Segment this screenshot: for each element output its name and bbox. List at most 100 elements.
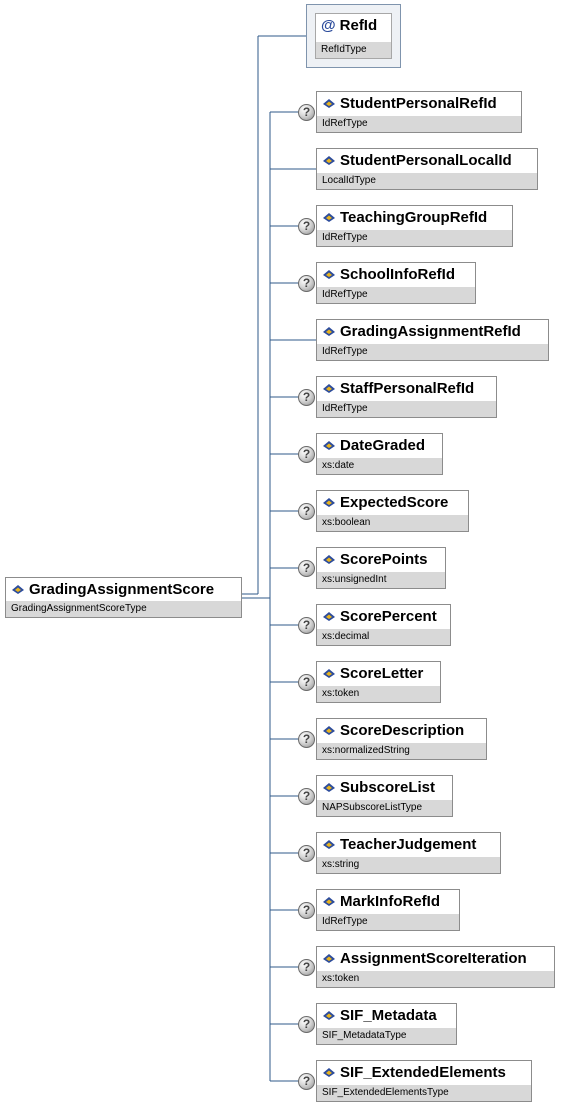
- element-type: xs:unsignedInt: [317, 572, 445, 588]
- element-header: StaffPersonalRefId: [317, 377, 496, 399]
- element-box-9[interactable]: ScorePercent xs:decimal: [316, 604, 451, 646]
- element-box-15[interactable]: AssignmentScoreIteration xs:token: [316, 946, 555, 988]
- element-name: SIF_Metadata: [340, 1006, 437, 1024]
- element-name: AssignmentScoreIteration: [340, 949, 527, 967]
- element-header: ScorePercent: [317, 605, 450, 627]
- element-icon: [323, 441, 335, 450]
- optional-help-icon[interactable]: ?: [298, 674, 315, 691]
- element-header: TeachingGroupRefId: [317, 206, 512, 228]
- element-name: MarkInfoRefId: [340, 892, 441, 910]
- element-icon: [323, 213, 335, 222]
- element-type: IdRefType: [317, 230, 512, 246]
- element-name: SIF_ExtendedElements: [340, 1063, 506, 1081]
- attribute-inner-box: @ RefId RefIdType: [315, 13, 392, 59]
- optional-help-icon[interactable]: ?: [298, 1073, 315, 1090]
- element-name: ScorePercent: [340, 607, 437, 625]
- element-type: xs:boolean: [317, 515, 468, 531]
- element-icon: [323, 156, 335, 165]
- element-name: GradingAssignmentRefId: [340, 322, 521, 340]
- element-header: TeacherJudgement: [317, 833, 500, 855]
- element-box-11[interactable]: ScoreDescription xs:normalizedString: [316, 718, 487, 760]
- element-name: TeacherJudgement: [340, 835, 477, 853]
- optional-help-icon[interactable]: ?: [298, 902, 315, 919]
- root-element-box[interactable]: GradingAssignmentScore GradingAssignment…: [5, 577, 242, 618]
- element-type: IdRefType: [317, 116, 521, 132]
- element-icon: [323, 555, 335, 564]
- optional-help-icon[interactable]: ?: [298, 845, 315, 862]
- element-type: xs:decimal: [317, 629, 450, 645]
- element-name: TeachingGroupRefId: [340, 208, 488, 226]
- element-box-13[interactable]: TeacherJudgement xs:string: [316, 832, 501, 874]
- attribute-header: @ RefId: [316, 14, 391, 36]
- element-icon: [323, 897, 335, 906]
- root-element-header: GradingAssignmentScore: [6, 578, 241, 600]
- optional-help-icon[interactable]: ?: [298, 1016, 315, 1033]
- element-name: ScorePoints: [340, 550, 428, 568]
- element-type: xs:string: [317, 857, 500, 873]
- element-icon: [323, 1068, 335, 1077]
- root-element-type: GradingAssignmentScoreType: [6, 601, 241, 617]
- optional-help-icon[interactable]: ?: [298, 788, 315, 805]
- element-icon: [323, 1011, 335, 1020]
- element-header: SIF_Metadata: [317, 1004, 456, 1026]
- element-icon: [323, 99, 335, 108]
- element-name: ExpectedScore: [340, 493, 449, 511]
- element-icon: [323, 726, 335, 735]
- element-header: ScoreDescription: [317, 719, 486, 741]
- element-type: IdRefType: [317, 344, 548, 360]
- element-name: StudentPersonalRefId: [340, 94, 497, 112]
- element-name: SubscoreList: [340, 778, 436, 796]
- optional-help-icon[interactable]: ?: [298, 389, 315, 406]
- optional-help-icon[interactable]: ?: [298, 560, 315, 577]
- element-box-8[interactable]: ScorePoints xs:unsignedInt: [316, 547, 446, 589]
- root-element-name: GradingAssignmentScore: [29, 580, 215, 598]
- element-type: SIF_ExtendedElementsType: [317, 1085, 531, 1101]
- element-icon: [323, 498, 335, 507]
- optional-help-icon[interactable]: ?: [298, 731, 315, 748]
- optional-help-icon[interactable]: ?: [298, 503, 315, 520]
- element-icon: [323, 270, 335, 279]
- element-box-7[interactable]: ExpectedScore xs:boolean: [316, 490, 469, 532]
- element-type: NAPSubscoreListType: [317, 800, 452, 816]
- element-type: SIF_MetadataType: [317, 1028, 456, 1044]
- element-type: xs:token: [317, 971, 554, 987]
- element-icon: [323, 669, 335, 678]
- element-type: LocalIdType: [317, 173, 537, 189]
- attribute-name: RefId: [339, 16, 378, 34]
- element-header: DateGraded: [317, 434, 442, 456]
- element-header: StudentPersonalLocalId: [317, 149, 537, 171]
- element-name: StaffPersonalRefId: [340, 379, 475, 397]
- optional-help-icon[interactable]: ?: [298, 446, 315, 463]
- element-icon: [323, 327, 335, 336]
- element-name: DateGraded: [340, 436, 426, 454]
- attribute-box-refid[interactable]: @ RefId RefIdType: [306, 4, 401, 68]
- element-header: SchoolInfoRefId: [317, 263, 475, 285]
- optional-help-icon[interactable]: ?: [298, 959, 315, 976]
- element-header: GradingAssignmentRefId: [317, 320, 548, 342]
- optional-help-icon[interactable]: ?: [298, 275, 315, 292]
- optional-help-icon[interactable]: ?: [298, 104, 315, 121]
- optional-help-icon[interactable]: ?: [298, 617, 315, 634]
- element-header: ExpectedScore: [317, 491, 468, 513]
- element-name: ScoreDescription: [340, 721, 465, 739]
- attribute-type: RefIdType: [316, 42, 391, 58]
- element-icon: [323, 954, 335, 963]
- element-header: ScorePoints: [317, 548, 445, 570]
- element-header: StudentPersonalRefId: [317, 92, 521, 114]
- element-icon: [323, 783, 335, 792]
- optional-help-icon[interactable]: ?: [298, 218, 315, 235]
- element-type: xs:normalizedString: [317, 743, 486, 759]
